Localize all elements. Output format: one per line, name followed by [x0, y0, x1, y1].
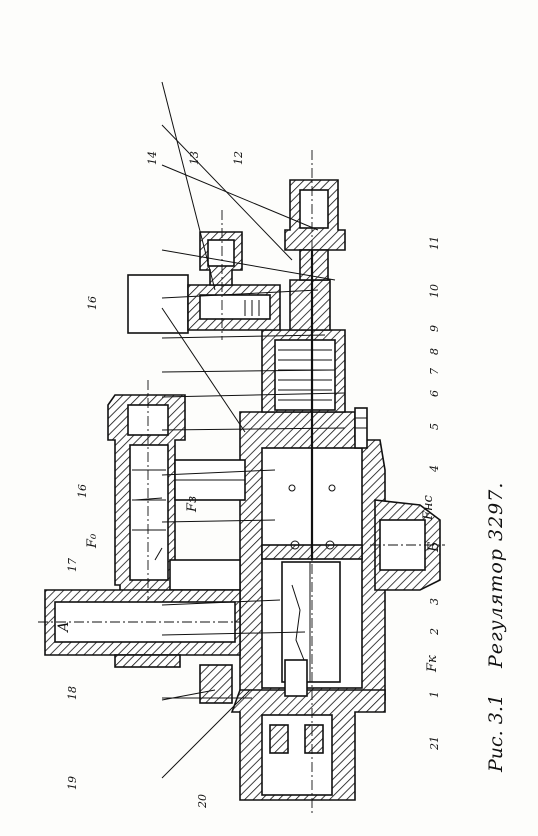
label-part-18: 18 [66, 686, 79, 700]
label-part-10: 10 [428, 284, 441, 298]
label-part-4: 4 [428, 465, 441, 473]
top-fitting [284, 179, 346, 281]
label-part-6: 6 [428, 390, 441, 397]
bolts [354, 407, 368, 449]
label-force-fns: Fнс [421, 494, 436, 521]
bottom-assembly [199, 659, 386, 801]
label-part-12: 12 [232, 151, 245, 165]
label-part-19: 19 [66, 776, 79, 790]
spring-housing [261, 279, 346, 413]
leader-lines [134, 81, 346, 779]
label-part-9: 9 [428, 325, 441, 332]
label-part-3: 3 [428, 598, 441, 605]
label-part-21: 21 [428, 736, 441, 751]
side-valve [127, 231, 281, 334]
label-port-b: Б [426, 542, 442, 553]
label-force-fk: Fк [425, 655, 440, 673]
label-part-16-upper: 16 [86, 296, 99, 310]
label-part-8: 8 [428, 348, 441, 355]
label-part-11: 11 [428, 236, 441, 250]
label-part-5: 5 [428, 423, 441, 430]
label-part-20: 20 [196, 794, 209, 809]
label-part-1: 1 [428, 691, 441, 698]
label-part-17: 17 [66, 558, 79, 572]
figure-title: Регулятор 3297. [485, 482, 507, 669]
label-part-16-lower: 16 [76, 484, 89, 498]
regulator-body [239, 411, 386, 701]
label-port-a: А [56, 621, 72, 633]
label-force-fz: Fз [185, 496, 200, 513]
label-part-13: 13 [188, 151, 201, 165]
label-part-2: 2 [428, 628, 441, 636]
figure-number: Рис. 3.1 [485, 694, 507, 773]
label-force-f0: F₀ [85, 533, 100, 549]
label-part-7: 7 [428, 368, 441, 375]
label-part-14: 14 [146, 151, 159, 165]
